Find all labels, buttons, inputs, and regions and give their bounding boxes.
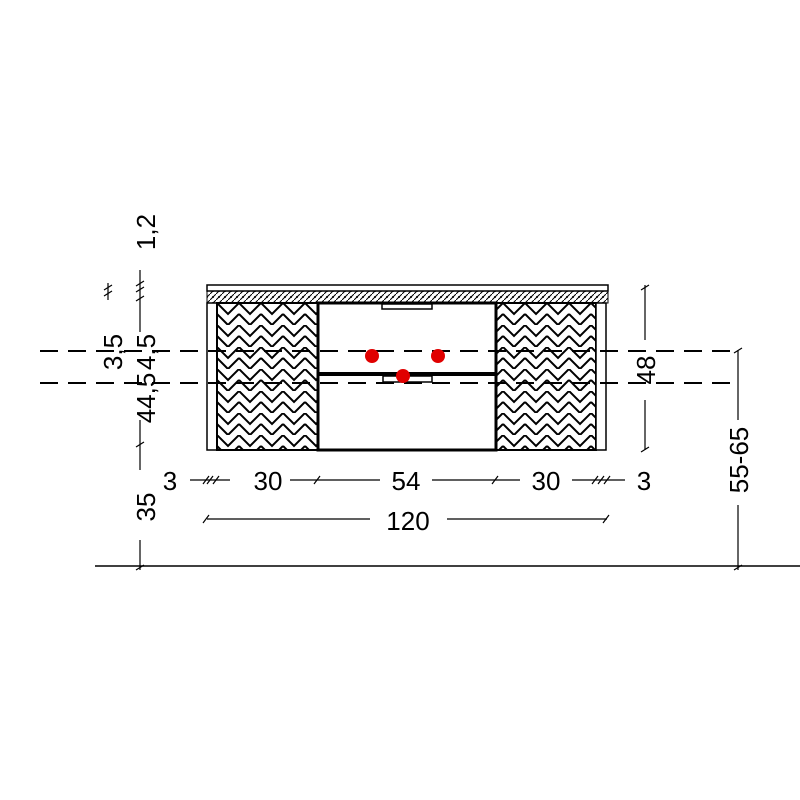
dim-mount-height: 55-65	[724, 427, 754, 494]
cabinet-left	[216, 302, 319, 451]
dim-top-thickness: 1,2	[131, 214, 161, 250]
dim-slab: 3,5	[98, 334, 128, 370]
width-dimension-lines	[190, 475, 625, 524]
handle-top	[381, 303, 433, 310]
dim-side-left: 3	[163, 466, 177, 496]
marker-dot	[365, 349, 379, 363]
dim-floor-clearance: 35	[131, 493, 161, 522]
dim-cabinet-right: 30	[532, 466, 561, 496]
dim-body-height: 48	[631, 356, 661, 385]
dim-drawer-gap: 4,5	[131, 334, 161, 370]
dim-side-right: 3	[637, 466, 651, 496]
marker-dot	[396, 369, 410, 383]
dim-center: 54	[392, 466, 421, 496]
dim-drawer: 44,5	[131, 373, 161, 424]
cabinet-right	[495, 302, 597, 451]
dim-cabinet-left: 30	[254, 466, 283, 496]
side-panel-right	[595, 302, 607, 451]
top-grain-strip	[206, 290, 609, 304]
top-slab	[206, 284, 609, 292]
marker-dot	[431, 349, 445, 363]
dim-total-width: 120	[386, 506, 429, 536]
height-dimension-lines	[103, 270, 743, 571]
side-panel-left	[206, 302, 218, 451]
